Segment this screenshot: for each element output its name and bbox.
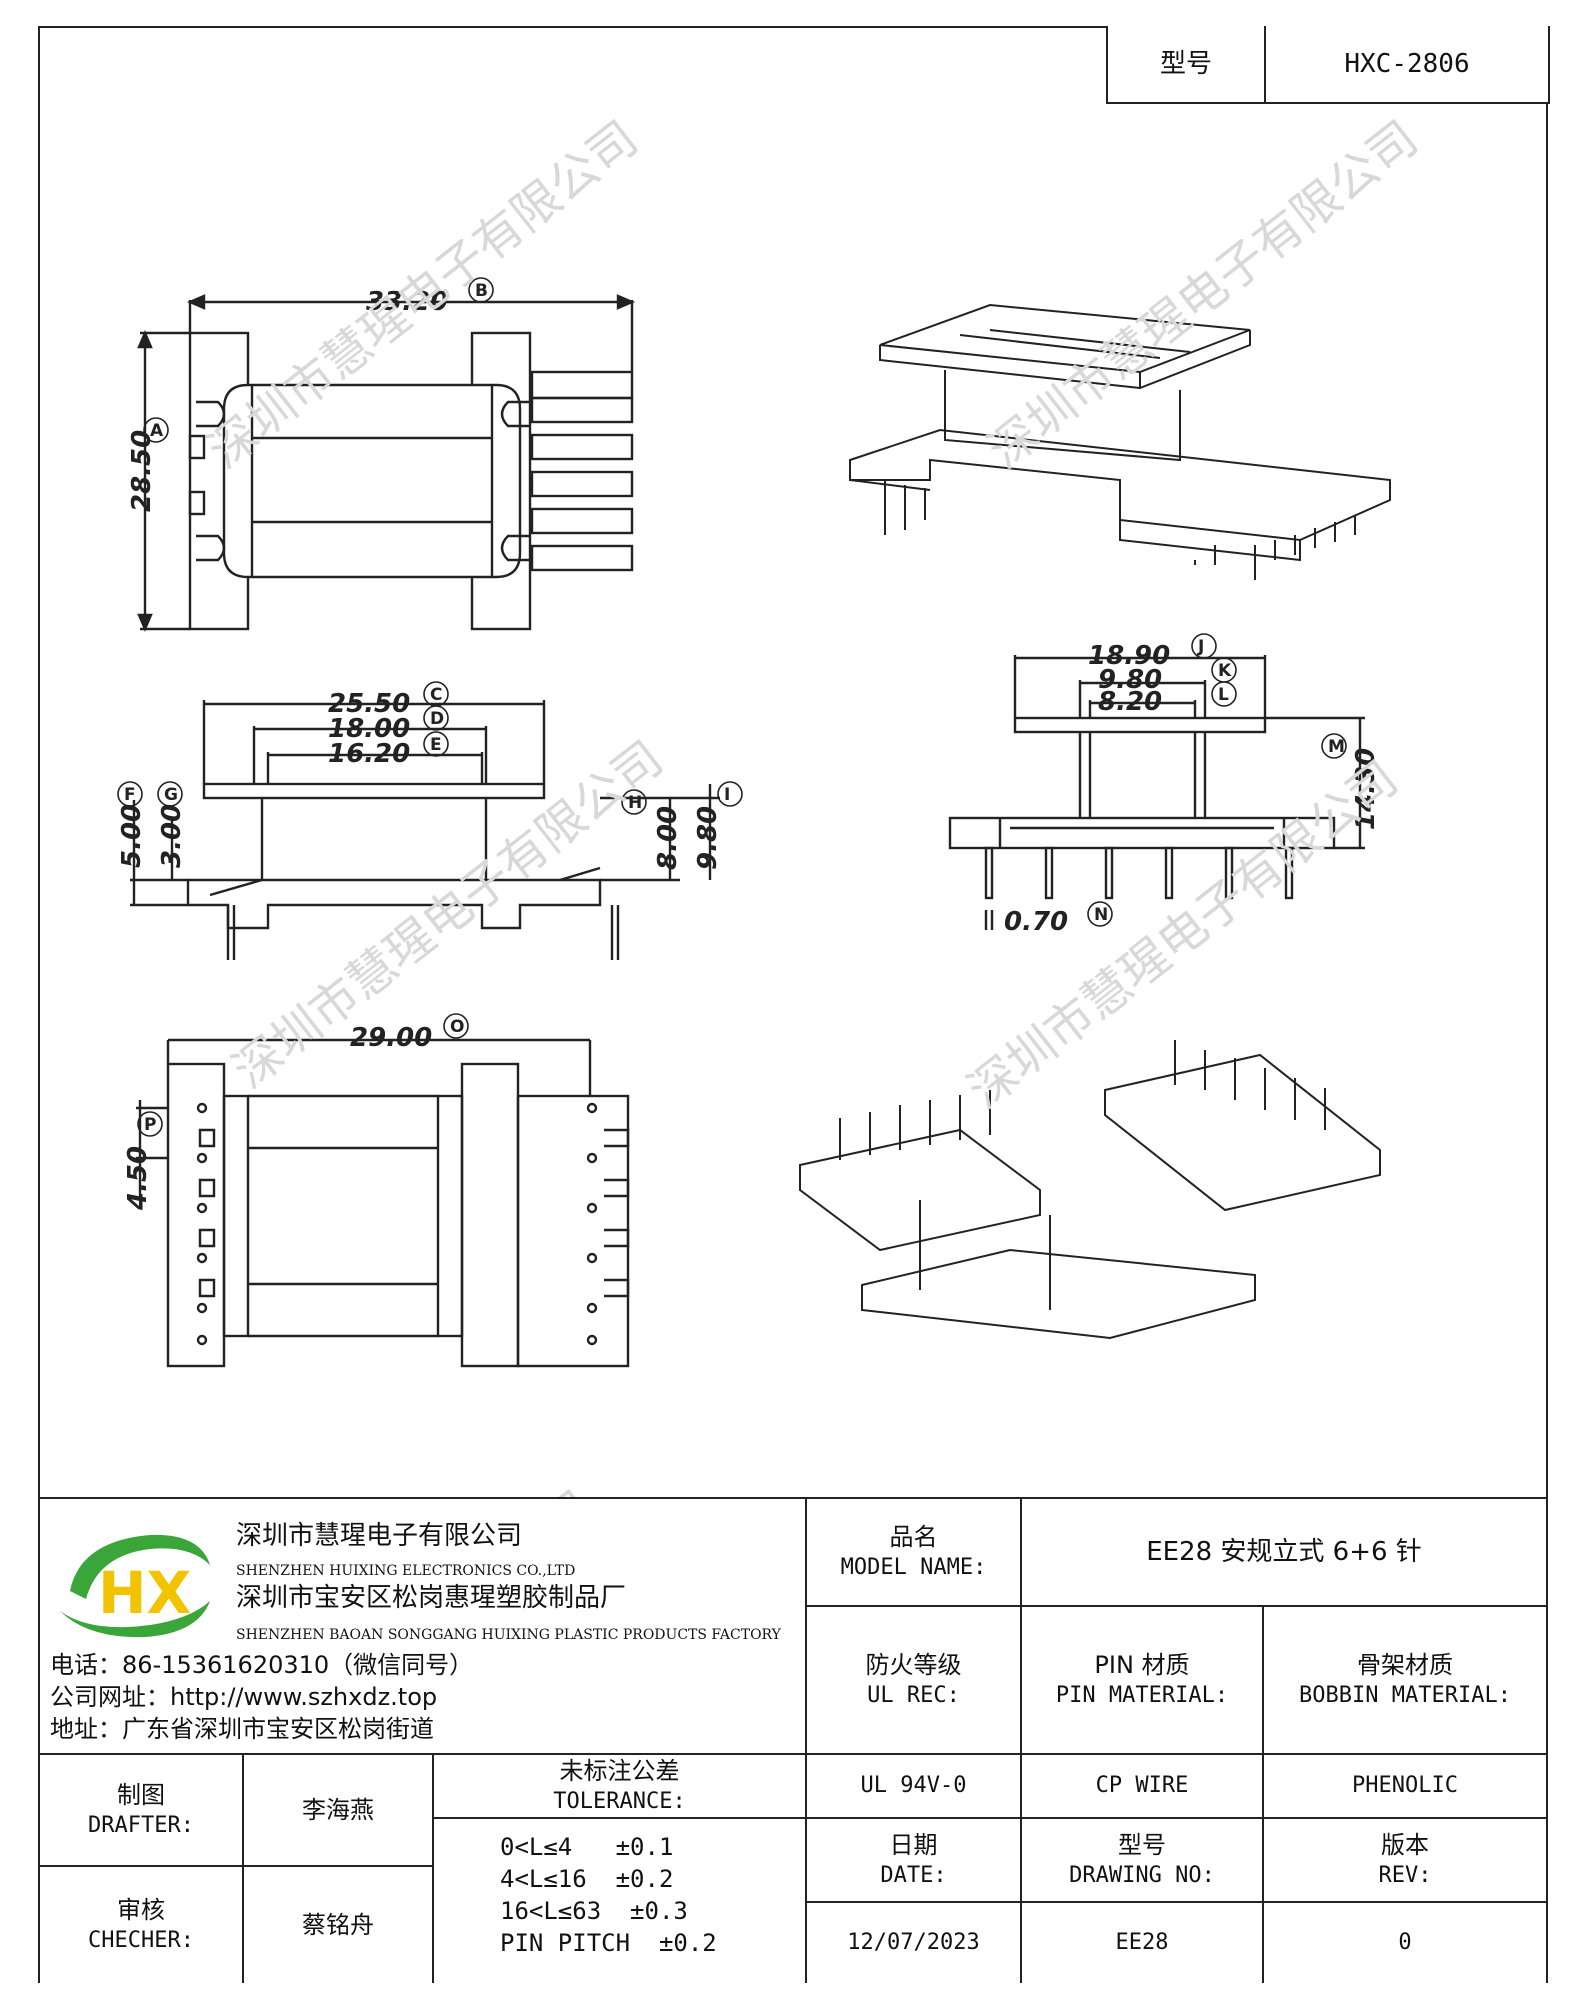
dim-c-letter: C: [430, 685, 442, 705]
company-website: 公司网址：http://www.szhxdz.top: [50, 1683, 438, 1711]
pin-material-en: PIN MATERIAL:: [1055, 1683, 1229, 1708]
company-logo: HX: [60, 1534, 210, 1638]
date-label: 日期 DATE:: [807, 1819, 1020, 1901]
ul-rec-value: UL 94V-0: [860, 1773, 967, 1798]
dim-b-value: 33.20: [366, 287, 448, 317]
dim-a-value: 28.50: [127, 430, 157, 512]
dim-g-value: 3.00: [157, 804, 187, 868]
dim-g-letter: G: [164, 785, 178, 805]
dim-o-letter: O: [450, 1017, 464, 1037]
checker-label: 审核 CHECHER:: [40, 1867, 242, 1983]
pin-material-label: PIN 材质 PIN MATERIAL:: [1022, 1607, 1262, 1753]
pin-material-cn: PIN 材质: [1094, 1651, 1190, 1679]
company-address: 地址：广东省深圳市宝安区松岗街道: [50, 1715, 434, 1743]
dim-i-value: 9.80: [693, 806, 723, 870]
dim-i-letter: I: [724, 785, 730, 805]
date-en: DATE:: [880, 1863, 947, 1888]
dim-d-letter: D: [430, 709, 444, 729]
dim-l-value: 8.20: [1098, 687, 1162, 717]
drawing-no-value: EE28: [1115, 1930, 1169, 1955]
pin-material-value: CP WIRE: [1095, 1773, 1189, 1798]
ul-rec-cn: 防火等级: [865, 1651, 962, 1679]
tolerance-en: TOLERANCE:: [553, 1789, 686, 1814]
dim-k-letter: K: [1218, 661, 1232, 681]
dim-f-letter: F: [124, 785, 136, 805]
rev-value: 0: [1398, 1930, 1412, 1955]
bobbin-material-cn: 骨架材质: [1357, 1651, 1453, 1679]
company-name-cn: 深圳市慧瑆电子有限公司: [236, 1521, 523, 1551]
rev-label: 版本 REV:: [1264, 1819, 1546, 1901]
dim-k-value: 9.80: [1098, 665, 1162, 695]
dim-p-value: 4.50: [123, 1146, 153, 1211]
dim-j-letter: J: [1197, 637, 1204, 657]
header-model-value: HXC-2806: [1344, 49, 1470, 79]
dim-e-value: 16.20: [328, 739, 410, 769]
tolerance-item: PIN PITCH ±0.2: [500, 1929, 717, 1957]
dim-h-value: 8.00: [653, 806, 683, 870]
bottom-view: [136, 1038, 630, 1368]
dim-m-value: 14.30: [1351, 748, 1381, 830]
isometric-view-bottom: [799, 1040, 1381, 1340]
dim-d-value: 18.00: [328, 714, 410, 744]
tolerance-item: 16<L≤63 ±0.3: [500, 1897, 688, 1925]
dim-e-letter: E: [430, 735, 442, 755]
factory-name-cn: 深圳市宝安区松岗惠瑆塑胶制品厂: [236, 1583, 627, 1613]
top-view: [137, 294, 636, 633]
tolerance-item: 4<L≤16 ±0.2: [500, 1865, 674, 1893]
drawing-no-label: 型号 DRAWING NO:: [1022, 1819, 1262, 1901]
drafter-label: 制图 DRAFTER:: [40, 1755, 242, 1865]
rev-cn: 版本: [1381, 1831, 1429, 1859]
tolerance-item: 0<L≤4 ±0.1: [500, 1833, 674, 1861]
drafter-en: DRAFTER:: [88, 1813, 194, 1838]
dim-o-value: 29.00: [350, 1023, 432, 1053]
date-cn: 日期: [889, 1831, 938, 1859]
checker-value: 蔡铭舟: [302, 1911, 374, 1939]
tolerance-list: 0<L≤4 ±0.1 4<L≤16 ±0.2 16<L≤63 ±0.3 PIN …: [500, 1831, 800, 1959]
dim-h-letter: H: [628, 793, 642, 813]
dim-c-value: 25.50: [328, 689, 410, 719]
dim-b-letter: B: [475, 281, 488, 301]
tolerance-cn: 未标注公差: [559, 1757, 680, 1785]
rev-en: REV:: [1378, 1863, 1432, 1888]
isometric-view-top: [849, 303, 1391, 580]
header-model-box: 型号 HXC-2806: [1106, 26, 1550, 104]
title-block: HX 深圳市慧瑆电子有限公司 SHENZHEN HUIXING ELECTRON…: [40, 1497, 1546, 1983]
tolerance-label: 未标注公差 TOLERANCE:: [434, 1755, 805, 1817]
front-view: [130, 700, 720, 960]
bobbin-material-label: 骨架材质 BOBBIN MATERIAL:: [1264, 1607, 1546, 1753]
company-phone: 电话：86-15361620310（微信同号）: [50, 1651, 474, 1679]
date-value: 12/07/2023: [847, 1930, 980, 1955]
company-name-en: SHENZHEN HUIXING ELECTRONICS CO.,LTD: [236, 1563, 576, 1579]
bobbin-material-value: PHENOLIC: [1352, 1773, 1458, 1798]
drafter-cn: 制图: [117, 1781, 165, 1809]
dim-a-letter: A: [150, 421, 164, 441]
drafter-value: 李海燕: [302, 1796, 374, 1824]
logo-text: HX: [98, 1559, 191, 1627]
dim-n-value: 0.70: [1004, 907, 1068, 937]
drawing-sheet: 型号 HXC-2806 HX 深圳市慧瑆电子有限公司 SHENZHEN HUIX…: [38, 26, 1550, 1983]
ul-rec-en: UL REC:: [867, 1683, 960, 1708]
factory-name-en: SHENZHEN BAOAN SONGGANG HUIXING PLASTIC …: [236, 1627, 781, 1643]
model-name-en: MODEL NAME:: [840, 1555, 987, 1580]
dimension-labels: 33.20 B 28.50 A 25.50 C 18.00 D 16.20 E …: [117, 281, 1381, 1211]
dim-l-letter: L: [1218, 685, 1229, 705]
dim-j-value: 18.90: [1088, 641, 1170, 671]
model-name-value: EE28 安规立式 6+6 针: [1146, 1537, 1422, 1567]
bobbin-material-en: BOBBIN MATERIAL:: [1299, 1683, 1511, 1708]
dim-f-value: 5.00: [117, 804, 147, 868]
dim-n-letter: N: [1094, 905, 1108, 925]
header-model-label: 型号: [1108, 26, 1266, 102]
company-block: HX 深圳市慧瑆电子有限公司 SHENZHEN HUIXING ELECTRON…: [40, 1499, 808, 1755]
model-name-label: 品名 MODEL NAME:: [807, 1499, 1020, 1605]
drawing-no-cn: 型号: [1118, 1831, 1166, 1859]
checker-cn: 审核: [117, 1896, 165, 1924]
model-name-cn: 品名: [889, 1523, 938, 1551]
dim-p-letter: P: [144, 1115, 156, 1135]
drawing-no-en: DRAWING NO:: [1069, 1863, 1215, 1888]
dim-m-letter: M: [1328, 737, 1345, 757]
checker-en: CHECHER:: [88, 1928, 194, 1953]
ul-rec-label: 防火等级 UL REC:: [807, 1607, 1020, 1753]
